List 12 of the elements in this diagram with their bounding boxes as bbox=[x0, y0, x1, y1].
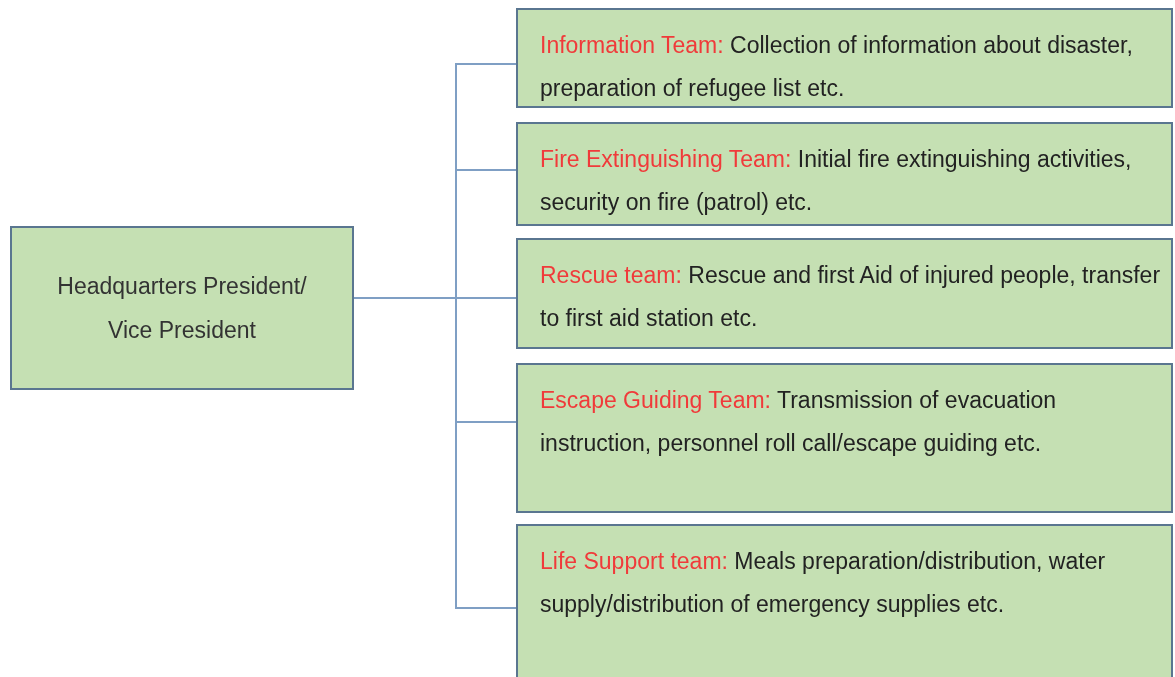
box-text: Headquarters President/ Vice President bbox=[56, 272, 308, 345]
headquarters-box bbox=[10, 226, 354, 390]
team-description: Fire Extinguishing Team: Initial fire extinguishing activities, security on fire (patrol) etc. bbox=[540, 145, 1133, 217]
team-box bbox=[516, 524, 1173, 677]
team-description: Life Support team: Meals preparation/distribution, water supply/distribution of emergency supplies etc. bbox=[540, 547, 1107, 619]
team-box bbox=[516, 363, 1173, 513]
team-box bbox=[516, 238, 1173, 349]
team-description: Escape Guiding Team: Transmission of evacuation instruction, personnel roll call/escape guiding etc. bbox=[540, 386, 1058, 458]
team-description: Information Team: Collection of information about disaster, preparation of refugee list etc. bbox=[540, 31, 1134, 103]
team-box bbox=[516, 122, 1173, 226]
team-description: Rescue team: Rescue and first Aid of injured people, transfer to first aid station etc. bbox=[540, 261, 1161, 333]
team-box bbox=[516, 8, 1173, 108]
